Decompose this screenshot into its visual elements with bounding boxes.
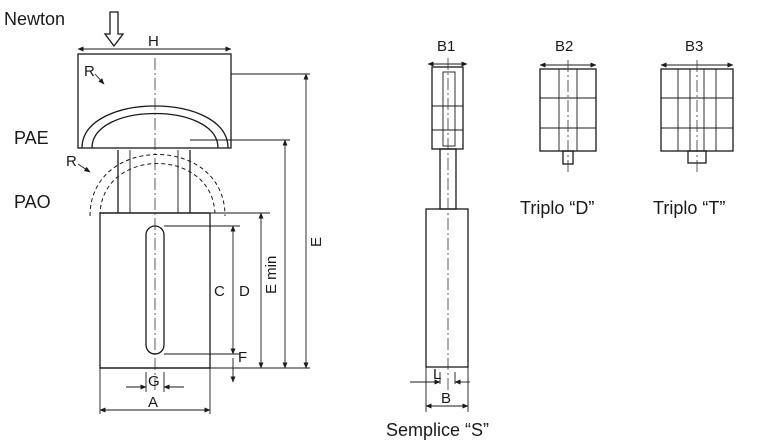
h-label: H	[148, 33, 159, 50]
pao-label: PAO	[14, 192, 51, 212]
e-label: E	[308, 237, 325, 247]
semplice-s-caption: Semplice “S”	[386, 420, 489, 440]
l-label: L	[433, 366, 441, 383]
top-cap-head	[77, 53, 232, 149]
triplo-t-caption: Triplo “T”	[653, 198, 725, 218]
pae-label: PAE	[14, 128, 49, 148]
e-min-label: E min	[263, 256, 280, 294]
semplice-s-view: B1 L B Semplice “S”	[386, 38, 489, 440]
triplo-d-view: B2 Triplo “D”	[520, 38, 597, 218]
g-label: G	[148, 373, 160, 390]
a-label: A	[148, 394, 158, 411]
b2-label: B2	[555, 38, 573, 55]
newton-load-arrow-icon	[103, 11, 125, 48]
c-label: C	[214, 283, 225, 300]
r-side-leader	[77, 163, 91, 173]
triplo-t-view: B3 Triplo “T”	[653, 38, 734, 218]
newton-label: Newton	[4, 9, 65, 29]
b1-label: B1	[437, 38, 455, 55]
main-plunger-view: Newton H R PAE PAO R	[4, 9, 325, 414]
d-label: D	[239, 283, 250, 300]
pao-dashed-dome	[89, 154, 226, 217]
r-top-leader	[94, 73, 105, 85]
b3-label: B3	[685, 38, 703, 55]
r-top-label: R	[84, 63, 95, 80]
b-label: B	[441, 390, 451, 407]
r-side-label: R	[66, 153, 77, 170]
triplo-d-caption: Triplo “D”	[520, 198, 594, 218]
f-label: F	[238, 349, 247, 366]
